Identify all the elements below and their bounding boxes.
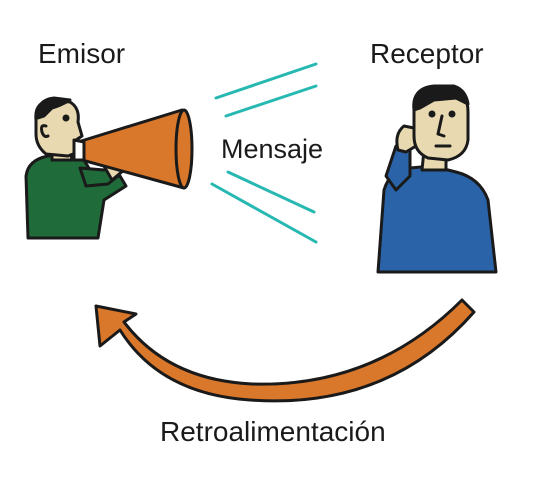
- megaphone-mouth: [174, 108, 194, 190]
- message-wave-line: [214, 62, 318, 100]
- receiver-figure: [376, 84, 498, 274]
- megaphone-mouthpiece: [72, 138, 86, 162]
- message-waves: [210, 62, 318, 244]
- receiver-label: Receptor: [370, 38, 484, 69]
- message-wave-line: [226, 170, 316, 214]
- sender-hair: [36, 96, 72, 120]
- receiver-hair: [412, 84, 470, 112]
- receiver-eye: [448, 110, 456, 118]
- receiver-eye: [428, 110, 436, 118]
- message-label: Mensaje: [221, 134, 324, 164]
- sender-ear: [40, 124, 50, 138]
- sender-eye: [62, 114, 70, 122]
- receiver-nose: [436, 114, 446, 138]
- message-wave-line: [224, 84, 318, 118]
- feedback-arrow-body: [94, 298, 476, 403]
- feedback-label: Retroalimentación: [160, 416, 386, 447]
- sender-label: Emisor: [38, 38, 126, 69]
- message-wave-line: [210, 182, 318, 244]
- receiver-arm: [384, 142, 412, 192]
- feedback-arrow-icon: [94, 298, 476, 403]
- sender-shirt: [24, 150, 128, 240]
- megaphone-icon: [72, 108, 194, 190]
